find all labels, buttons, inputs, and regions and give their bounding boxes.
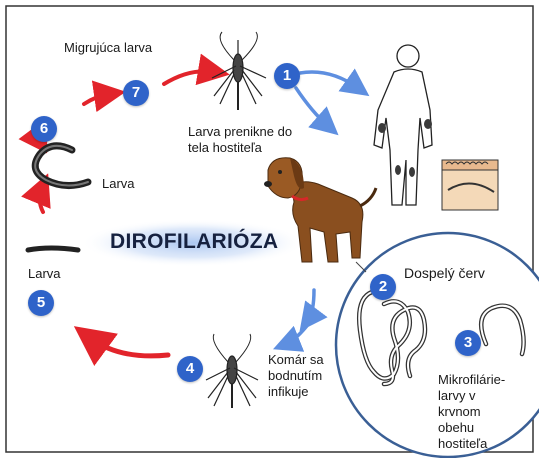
label-larva-top: Larva: [102, 176, 135, 191]
pointer-line: [356, 262, 366, 272]
step-badge-7: 7: [123, 80, 149, 106]
arrow-6-to-7: [84, 94, 110, 104]
label-step4-line2: bodnutím: [268, 368, 322, 383]
label-step3-line4: obehu: [438, 420, 474, 435]
skin-section-icon: [442, 160, 498, 210]
arrow-1-to-human: [300, 72, 358, 88]
label-migrating-larva: Migrujúca larva: [64, 40, 152, 55]
step-badge-1: 1: [274, 63, 300, 89]
red-arrows: [38, 71, 214, 356]
step-badge-3: 3: [455, 330, 481, 356]
label-step3-line1: Mikrofilárie-: [438, 372, 505, 387]
step-badge-2: 2: [370, 274, 396, 300]
label-larva-bottom: Larva: [28, 266, 61, 281]
label-step4-line3: infikuje: [268, 384, 308, 399]
arrow-to-4: [286, 322, 310, 344]
larva-icon-big: [35, 146, 88, 186]
diagram-title: DIROFILARIÓZA: [110, 230, 278, 254]
human-figure-icon: [374, 45, 432, 205]
step-badge-6: 6: [31, 116, 57, 142]
arrow-dog-down: [308, 290, 314, 320]
label-step1-line1: Larva prenikne do: [188, 124, 292, 139]
label-step4-line1: Komár sa: [268, 352, 324, 367]
step-badge-4: 4: [177, 356, 203, 382]
arrow-7-to-1: [164, 71, 214, 84]
arrow-4-to-5: [90, 338, 168, 356]
mosquito-icon-bottom: [206, 334, 258, 408]
label-step3-line5: hostiteľa: [438, 436, 487, 451]
mosquito-icon-top: [212, 32, 266, 110]
arrow-1-to-body: [296, 88, 328, 126]
arrow-larva-up: [40, 188, 43, 212]
step-badge-5: 5: [28, 290, 54, 316]
larva-icon-small: [28, 248, 78, 250]
label-step3-line2: larvy v: [438, 388, 476, 403]
label-adult-worm: Dospelý červ: [404, 266, 485, 281]
label-step3-line3: krvnom: [438, 404, 481, 419]
label-step1-line2: tela hostiteľa: [188, 140, 262, 155]
